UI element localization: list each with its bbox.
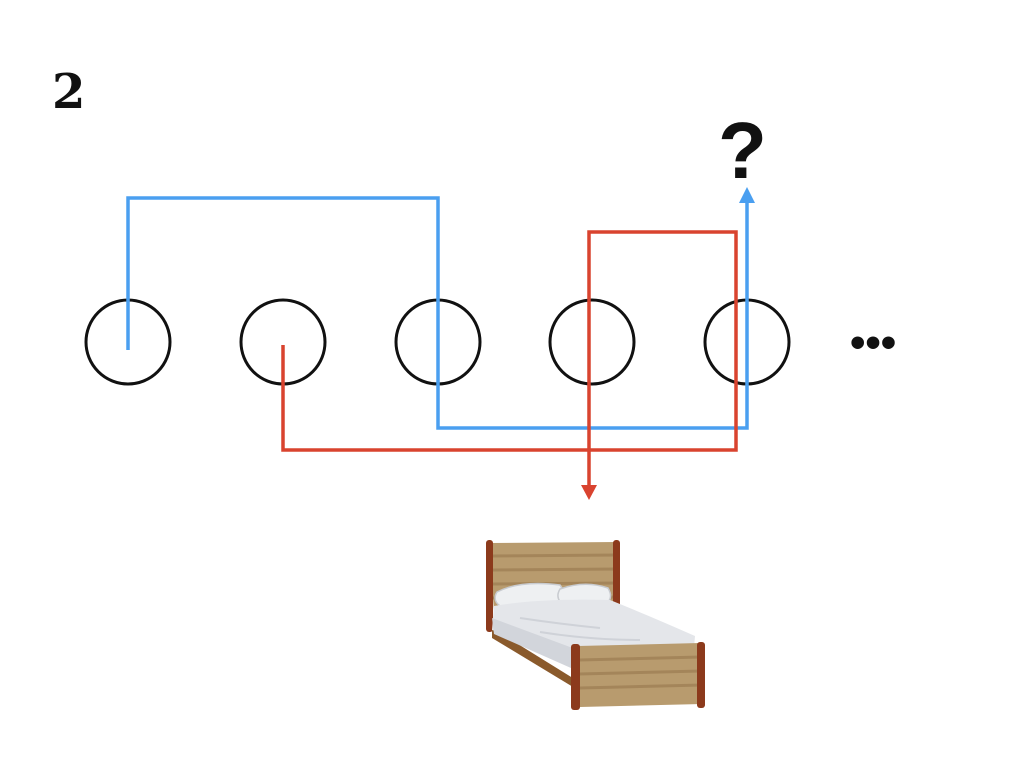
question-mark: ? [718,106,767,195]
blue-path [126,196,749,430]
ellipsis: ••• [850,318,896,367]
blue-arrowhead [739,187,755,203]
panel-number: 2 [52,64,85,120]
red-arrowhead [581,485,597,500]
red-path [281,230,738,488]
bed-icon [486,540,705,710]
position-circle-4 [548,298,636,386]
